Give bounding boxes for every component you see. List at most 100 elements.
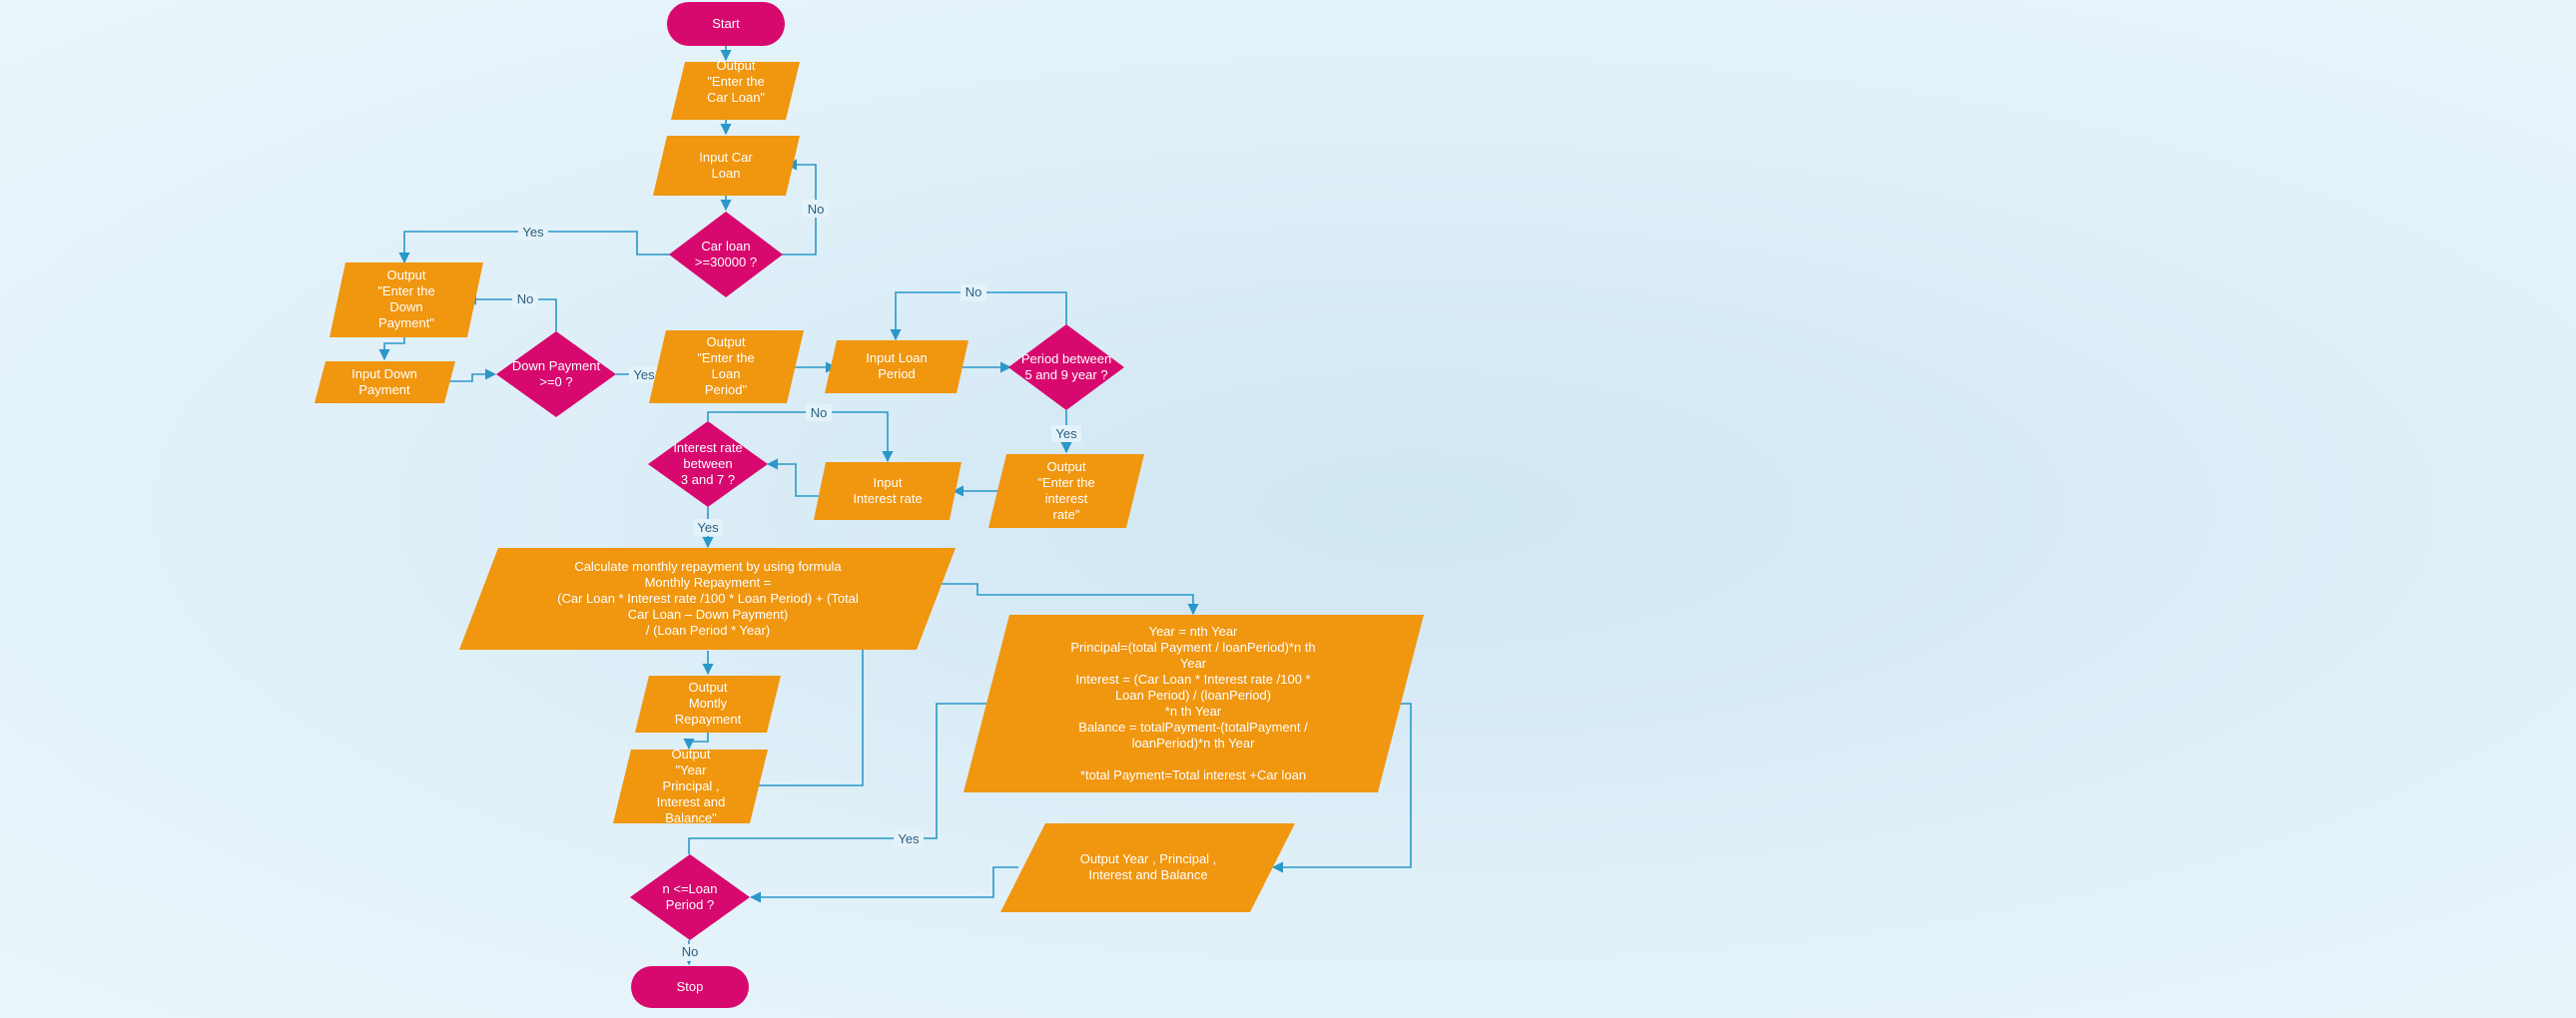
label-car-loan-yes: Yes <box>522 225 544 240</box>
node-label-line: Car loan <box>701 239 750 254</box>
node-label-line: 5 and 9 year ? <box>1024 367 1107 382</box>
label-down-payment-yes: Yes <box>633 367 655 382</box>
node-label-line: Principal , <box>662 778 719 793</box>
node-label-line: Output <box>671 747 710 762</box>
edge-loop-check-yes <box>688 698 1010 854</box>
output-year-principal-balance-label: Output Year , Principal ,Interest and Ba… <box>1080 851 1217 882</box>
node-label-line: Output <box>716 58 755 73</box>
start-terminal[interactable] <box>667 2 785 46</box>
node-label-line: Payment" <box>378 315 434 330</box>
output-enter-interest-rate-node[interactable] <box>988 454 1144 528</box>
node-label-line: Loan <box>712 366 741 381</box>
label-car-loan-no: No <box>808 202 825 217</box>
output-enter-loan-period-node[interactable] <box>649 330 804 403</box>
node-label-line: Year <box>1180 656 1207 671</box>
input-down-payment-node[interactable] <box>315 361 455 403</box>
node-label-line: Output <box>688 680 727 695</box>
input-interest-rate-node[interactable] <box>814 462 962 520</box>
node-label-line: Loan <box>712 166 741 181</box>
output-enter-down-payment-node[interactable] <box>329 262 483 337</box>
car-loan-check-decision[interactable] <box>669 212 783 297</box>
node-label-line: Input Down <box>351 366 417 381</box>
node-label-line: (Car Loan * Interest rate /100 * Loan Pe… <box>557 591 859 606</box>
node-label-line: Period between <box>1021 351 1111 366</box>
node-label-line: >=0 ? <box>539 374 572 389</box>
start-terminal-label: Start <box>712 16 740 31</box>
node-label-line: loanPeriod)*n th Year <box>1132 736 1256 751</box>
node-label-line: between <box>683 456 732 471</box>
node-label-line: Payment <box>358 382 410 397</box>
interest-rate-check-decision[interactable] <box>648 421 768 507</box>
node-label-line: >=30000 ? <box>695 254 757 269</box>
output-monthly-repayment-node[interactable] <box>635 676 781 733</box>
node-label-line: Balance" <box>665 810 717 825</box>
node-label-line: Input Loan <box>866 350 927 365</box>
node-label-line: Down <box>389 299 422 314</box>
node-label-line: / (Loan Period * Year) <box>646 623 770 638</box>
edge-input-interest-to-interest-check <box>766 458 819 497</box>
edge-labels: No Yes No Yes No Yes No Yes Yes No <box>512 200 1081 961</box>
car-loan-check-label: Car loan>=30000 ? <box>695 239 757 269</box>
node-label-line: Output <box>1046 459 1085 474</box>
label-interest-no: No <box>811 405 828 420</box>
output-enter-car-loan-node[interactable] <box>671 62 800 120</box>
node-label-line: rate" <box>1052 507 1079 522</box>
node-label-line: Loan Period) / (loanPeriod) <box>1115 688 1271 703</box>
node-label-line: "Enter the <box>707 74 764 89</box>
input-car-loan-node[interactable] <box>653 136 800 196</box>
node-label-line: Calculate monthly repayment by using for… <box>574 559 842 574</box>
node-label-line: Period" <box>705 382 748 397</box>
node-label-line: Period ? <box>666 897 714 912</box>
node-label-line: "Enter the <box>1037 475 1094 490</box>
node-label-line: Interest rate <box>673 440 742 455</box>
node-label-line: Repayment <box>675 712 742 727</box>
label-interest-yes: Yes <box>697 520 719 535</box>
node-label-line: 3 and 7 ? <box>681 472 735 487</box>
node-label-line: Down Payment <box>512 358 601 373</box>
node-label-line: Output Year , Principal , <box>1080 851 1217 866</box>
loan-period-loop-decision[interactable] <box>630 854 750 940</box>
node-label-line: interest <box>1045 491 1088 506</box>
stop-terminal[interactable] <box>631 966 749 1008</box>
stop-terminal-label: Stop <box>677 979 704 994</box>
node-label-line: Input Car <box>699 150 753 165</box>
edge-output-monthly-to-output-year <box>683 733 709 751</box>
edge-output-balance-to-loop-check <box>749 866 1018 903</box>
node-label-line: n <=Loan <box>663 881 718 896</box>
node-label-line: Car Loan – Down Payment) <box>628 607 788 622</box>
node-label-line: Interest and <box>657 794 726 809</box>
node-label-line: "Enter the <box>697 350 754 365</box>
output-year-principal-balance-node[interactable] <box>1000 823 1295 912</box>
label-period-no: No <box>966 284 982 299</box>
node-label-line: Interest rate <box>853 491 922 506</box>
node-label-line: "Year <box>676 763 708 777</box>
label-period-yes: Yes <box>1055 426 1077 441</box>
calculate-monthly-repayment-node[interactable] <box>459 548 956 650</box>
edge-down-payment-no-loop <box>464 293 557 331</box>
node-label-line: *n th Year <box>1165 704 1222 719</box>
edge-interest-no-loop <box>707 411 894 463</box>
period-check-decision[interactable] <box>1008 324 1124 410</box>
node-label-line: Start <box>712 16 740 31</box>
node-label-line: Monthly Repayment = <box>645 575 772 590</box>
yearly-calculation-node[interactable] <box>964 615 1424 792</box>
node-label-line: Input <box>874 475 903 490</box>
down-payment-check-decision[interactable] <box>496 331 616 417</box>
output-year-principal-node[interactable] <box>613 750 768 823</box>
edge-output-down-to-input-down <box>378 337 405 361</box>
label-down-payment-no: No <box>517 291 534 306</box>
input-loan-period-node[interactable] <box>825 340 968 393</box>
down-payment-check-label: Down Payment>=0 ? <box>512 358 601 389</box>
node-label-line: "Enter the <box>377 283 434 298</box>
